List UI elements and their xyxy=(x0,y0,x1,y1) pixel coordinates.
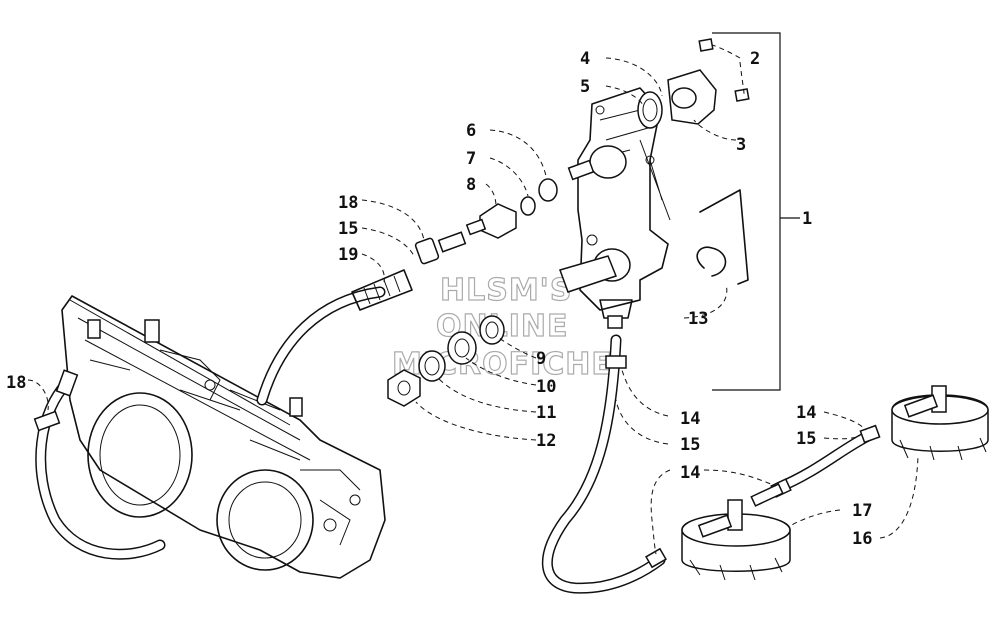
callout-1: 1 xyxy=(802,209,812,229)
hose-clamps xyxy=(33,355,881,569)
callout-8: 8 xyxy=(466,175,476,195)
fuel-filter-lower xyxy=(681,483,791,581)
callout-16: 16 xyxy=(852,529,872,549)
callout-15-outlet: 15 xyxy=(680,435,700,455)
callout-14-filter: 14 xyxy=(680,463,700,483)
callout-5: 5 xyxy=(580,77,590,97)
callout-14-upper: 14 xyxy=(796,403,816,423)
callout-6: 6 xyxy=(466,121,476,141)
fuel-pump-body xyxy=(559,87,671,329)
retaining-clips xyxy=(696,189,749,285)
callout-9: 9 xyxy=(536,349,546,369)
nut-washer-set xyxy=(387,315,505,407)
fitting-elbow xyxy=(465,178,558,239)
leader-lines xyxy=(27,44,919,555)
callout-10: 10 xyxy=(536,377,556,397)
pressure-regulator xyxy=(637,38,750,129)
callout-15-fitting: 15 xyxy=(338,219,358,239)
callout-13: 13 xyxy=(688,309,708,329)
callout-7: 7 xyxy=(466,149,476,169)
callout-18-fitting: 18 xyxy=(338,193,358,213)
pulse-fitting-assembly xyxy=(351,231,467,311)
engine-manifold-assembly xyxy=(61,295,386,579)
watermark-line-1: HLSM'S xyxy=(440,273,572,308)
callout-2: 2 xyxy=(750,49,760,69)
callout-19: 19 xyxy=(338,245,358,265)
callout-17: 17 xyxy=(852,501,872,521)
callout-15-upper: 15 xyxy=(796,429,816,449)
callout-11: 11 xyxy=(536,403,556,423)
callout-18-left: 18 xyxy=(6,373,26,393)
callout-14-outlet: 14 xyxy=(680,409,700,429)
callout-4: 4 xyxy=(580,49,590,69)
callout-12: 12 xyxy=(536,431,556,451)
item-1-bracket xyxy=(712,32,781,391)
fuel-filter-upper xyxy=(891,385,989,461)
callout-labels: 1 2 3 4 5 6 7 8 9 10 11 12 13 14 15 14 1… xyxy=(6,49,872,549)
callout-3: 3 xyxy=(736,135,746,155)
